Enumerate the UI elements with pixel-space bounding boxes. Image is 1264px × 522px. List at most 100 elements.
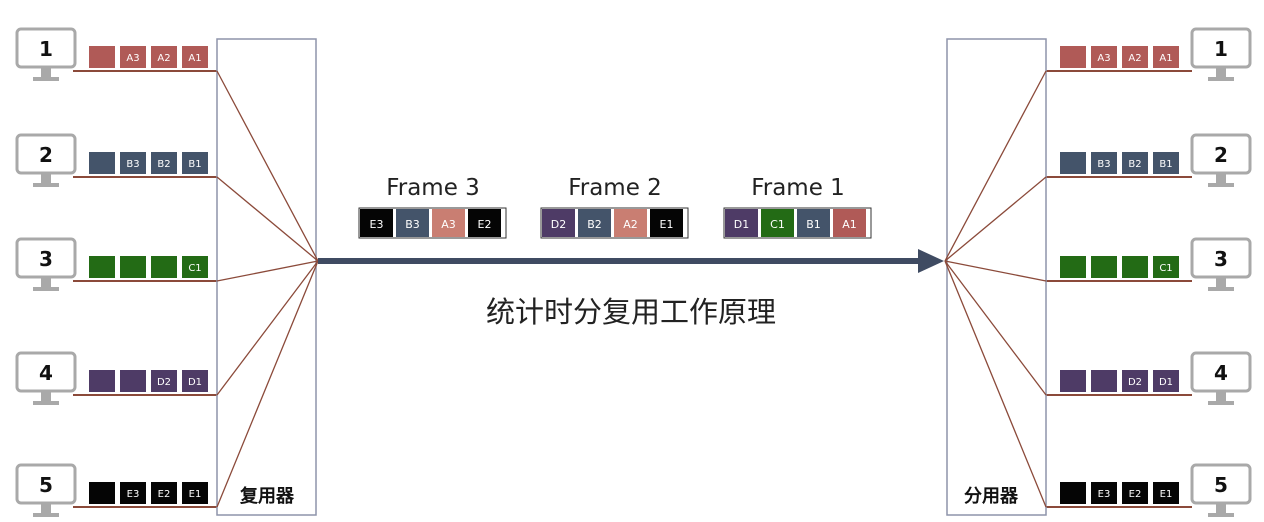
right-station-3-slot-4 bbox=[1153, 256, 1179, 278]
right-station-1-slot-4 bbox=[1153, 46, 1179, 68]
left-station-3-slot-2 bbox=[120, 256, 146, 278]
slot-label: B1 bbox=[1159, 159, 1172, 170]
slot-label: C1 bbox=[188, 263, 201, 274]
left-station-5-slot-2 bbox=[120, 482, 146, 504]
frame-slot-label: E2 bbox=[478, 218, 492, 231]
station-number-label: 1 bbox=[39, 37, 53, 61]
left-fan-line-3 bbox=[216, 260, 319, 282]
station-number-label: 3 bbox=[1214, 247, 1228, 271]
left-fan-line-1 bbox=[216, 70, 319, 262]
right-station-3: 3C1 bbox=[1060, 237, 1252, 291]
left-station-5-slot-3 bbox=[151, 482, 177, 504]
left-station-1-slot-2 bbox=[120, 46, 146, 68]
monitor-base bbox=[33, 183, 59, 187]
slot-label: A3 bbox=[126, 53, 139, 64]
monitor-base bbox=[33, 513, 59, 517]
slot-label: D1 bbox=[1159, 377, 1173, 388]
monitor-base bbox=[1208, 513, 1234, 517]
monitor-neck bbox=[41, 503, 51, 514]
monitor-base bbox=[1208, 77, 1234, 81]
monitor-neck bbox=[41, 173, 51, 184]
right-computer-icon-5: 5 bbox=[1190, 463, 1252, 517]
slot-label: B2 bbox=[157, 159, 170, 170]
left-computer-icon-1: 1 bbox=[15, 27, 77, 81]
right-fan-line-2 bbox=[944, 176, 1047, 262]
slot-label: B2 bbox=[1128, 159, 1141, 170]
monitor-base bbox=[33, 287, 59, 291]
slot-label: B3 bbox=[126, 159, 139, 170]
right-station-3-slot-3 bbox=[1122, 256, 1148, 278]
frame-label: Frame 1 bbox=[751, 175, 845, 201]
left-computer-icon-3: 3 bbox=[15, 237, 77, 291]
right-station-4-slot-4 bbox=[1153, 370, 1179, 392]
frame-slot-label: A1 bbox=[842, 218, 857, 231]
frame-slot-label: D2 bbox=[551, 218, 566, 231]
right-fan-line-1 bbox=[944, 70, 1047, 262]
monitor-neck bbox=[41, 391, 51, 402]
left-station-2-slot-4 bbox=[182, 152, 208, 174]
right-computer-icon-2: 2 bbox=[1190, 133, 1252, 187]
monitor-base bbox=[33, 77, 59, 81]
slot-label: E2 bbox=[1129, 489, 1142, 500]
right-station-5-slot-4 bbox=[1153, 482, 1179, 504]
frame-slot-label: A2 bbox=[623, 218, 638, 231]
right-station-4-slot-1 bbox=[1060, 370, 1086, 392]
frame-slot bbox=[797, 209, 830, 237]
right-station-1-slot-1 bbox=[1060, 46, 1086, 68]
slot-label: E1 bbox=[1160, 489, 1173, 500]
left-station-2-slot-3 bbox=[151, 152, 177, 174]
right-station-1-slot-3 bbox=[1122, 46, 1148, 68]
multiplexer-box bbox=[216, 38, 317, 516]
frame-slot bbox=[468, 209, 501, 237]
slot-label: A1 bbox=[188, 53, 201, 64]
right-station-2-slot-3 bbox=[1122, 152, 1148, 174]
frame-slot bbox=[650, 209, 683, 237]
right-computer-icon-4: 4 bbox=[1190, 351, 1252, 405]
right-computer-icon-1: 1 bbox=[1190, 27, 1252, 81]
monitor-neck bbox=[1216, 277, 1226, 288]
frame-slot-label: D1 bbox=[734, 218, 749, 231]
monitor-base bbox=[1208, 287, 1234, 291]
frame-slot-label: E3 bbox=[370, 218, 384, 231]
slot-label: C1 bbox=[1159, 263, 1172, 274]
frame-label: Frame 2 bbox=[568, 175, 662, 201]
demultiplexer-box bbox=[946, 38, 1047, 516]
station-number-label: 1 bbox=[1214, 37, 1228, 61]
right-station-4-slot-2 bbox=[1091, 370, 1117, 392]
left-station-1-slot-3 bbox=[151, 46, 177, 68]
slot-label: A2 bbox=[1128, 53, 1141, 64]
frame-slot-label: E1 bbox=[660, 218, 674, 231]
station-number-label: 4 bbox=[1214, 361, 1228, 385]
frame-slot bbox=[725, 209, 758, 237]
right-fan-line-3 bbox=[944, 260, 1047, 282]
station-number-label: 4 bbox=[39, 361, 53, 385]
monitor-base bbox=[1208, 401, 1234, 405]
left-station-3: 3 C1 bbox=[15, 237, 208, 291]
slot-label: E3 bbox=[127, 489, 140, 500]
diagram-title: 统计时分复用工作原理 bbox=[486, 295, 776, 329]
left-station-4-slot-4 bbox=[182, 370, 208, 392]
trunk-arrow-head bbox=[918, 249, 944, 273]
frame-slot bbox=[578, 209, 611, 237]
station-number-label: 2 bbox=[39, 143, 53, 167]
slot-label: D2 bbox=[157, 377, 171, 388]
frame-slot bbox=[542, 209, 575, 237]
right-station-3-slot-1 bbox=[1060, 256, 1086, 278]
right-computer-icon-3: 3 bbox=[1190, 237, 1252, 291]
connection-lines bbox=[73, 70, 1192, 508]
monitor-neck bbox=[1216, 503, 1226, 514]
slot-label: E3 bbox=[1098, 489, 1111, 500]
left-station-4-slot-1 bbox=[89, 370, 115, 392]
left-computer-icon-4: 4 bbox=[15, 351, 77, 405]
frame-slot bbox=[614, 209, 647, 237]
right-station-5: 5 E3 E2 E1 bbox=[1060, 463, 1252, 517]
left-station-3-slot-1 bbox=[89, 256, 115, 278]
left-station-4-slot-3 bbox=[151, 370, 177, 392]
right-station-2-slot-1 bbox=[1060, 152, 1086, 174]
